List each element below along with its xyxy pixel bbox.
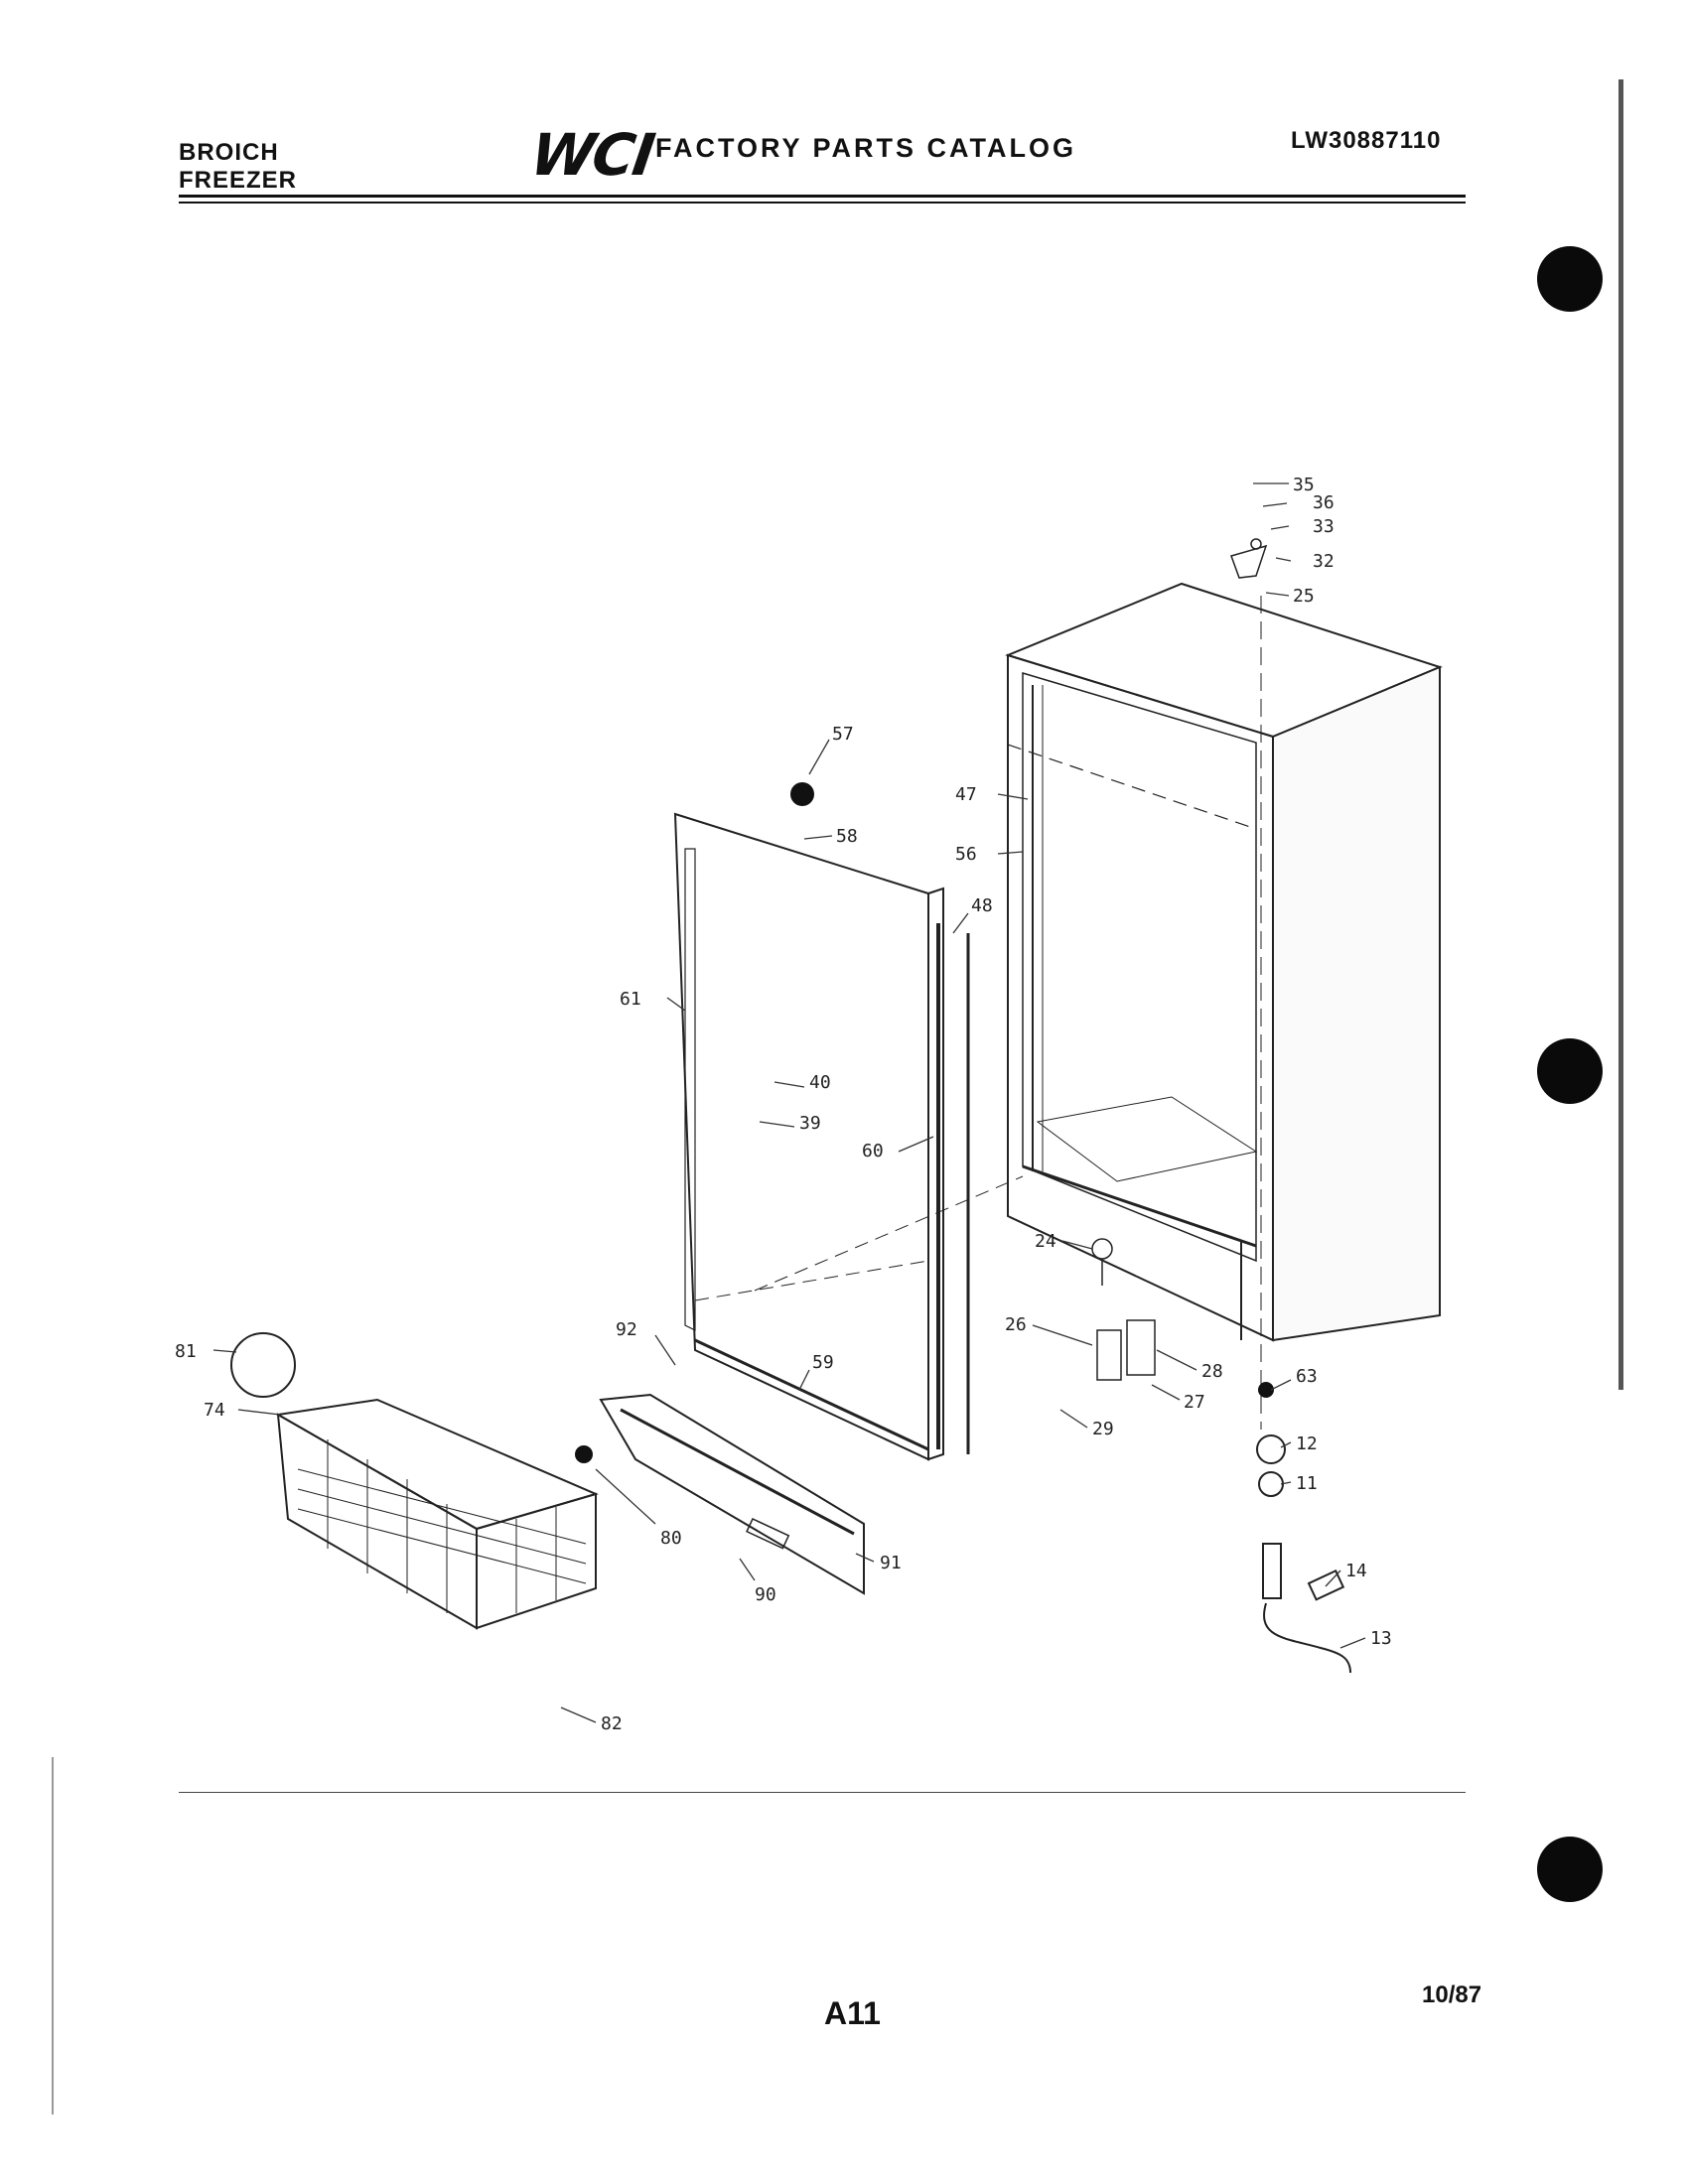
brand-name: BROICH (179, 139, 279, 166)
part-label: 36 (1313, 492, 1335, 513)
header-rule-thin (179, 202, 1466, 204)
freezer-cabinet (1005, 582, 1443, 1342)
basket-stop-part (575, 1445, 593, 1463)
part-label: 25 (1293, 586, 1315, 607)
part-label: 12 (1296, 1433, 1318, 1454)
door-handle-trim (599, 1393, 865, 1595)
part-label: 81 (175, 1341, 197, 1362)
part-label: 48 (971, 895, 993, 916)
freezer-door (673, 812, 1024, 1461)
leveling-foot-part (1258, 1382, 1274, 1398)
punch-hole (1537, 1837, 1603, 1902)
part-label: 74 (204, 1400, 225, 1421)
part-label: 26 (1005, 1314, 1027, 1335)
part-label: 59 (812, 1352, 834, 1373)
part-label: 39 (799, 1113, 821, 1134)
part-label: 80 (660, 1528, 682, 1549)
product-type: BROICH FREEZER (179, 139, 297, 195)
door-stop-part (790, 782, 814, 806)
punch-hole (1537, 246, 1603, 312)
part-label: 32 (1313, 551, 1335, 572)
page-number: A11 (824, 1995, 881, 2031)
footer-rule (179, 1792, 1466, 1793)
scan-edge-left (52, 1757, 54, 2115)
part-label: 14 (1345, 1561, 1367, 1581)
hinge-parts (1091, 538, 1268, 1430)
part-label: 82 (601, 1713, 623, 1734)
drain-assembly (1256, 1434, 1351, 1674)
punch-hole (1537, 1038, 1603, 1104)
part-label: 35 (1293, 475, 1315, 495)
part-label: 61 (620, 989, 641, 1010)
part-label: 40 (809, 1072, 831, 1093)
basket-part-detail-circle (230, 1332, 296, 1398)
header-rule (179, 195, 1466, 198)
part-label: 92 (616, 1319, 637, 1340)
part-label: 47 (955, 784, 977, 805)
part-label: 33 (1313, 516, 1335, 537)
part-label: 91 (880, 1553, 902, 1573)
part-label: 29 (1092, 1419, 1114, 1439)
appliance-name: FREEZER (179, 167, 298, 194)
wire-basket (275, 1398, 599, 1630)
part-label: 27 (1184, 1392, 1205, 1413)
part-label: 58 (836, 826, 858, 847)
revision-date: 10/87 (1422, 1981, 1482, 2008)
part-label: 11 (1296, 1473, 1318, 1494)
part-label: 13 (1370, 1628, 1392, 1649)
part-label: 63 (1296, 1366, 1318, 1387)
part-label: 28 (1201, 1361, 1223, 1382)
catalog-number: LW30887110 (1291, 127, 1442, 154)
part-label: 56 (955, 844, 977, 865)
part-label: 90 (755, 1584, 776, 1605)
catalog-title: FACTORY PARTS CATALOG (655, 133, 1077, 163)
part-label: 60 (862, 1141, 884, 1161)
scan-edge-right (1618, 79, 1623, 1390)
part-label: 24 (1035, 1231, 1056, 1252)
part-label: 57 (832, 724, 854, 745)
leader-lines (212, 482, 1366, 1723)
